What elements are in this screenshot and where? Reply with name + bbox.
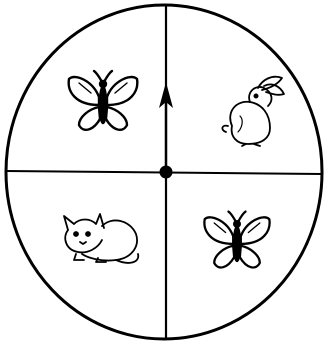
spinner-pivot	[160, 166, 173, 179]
